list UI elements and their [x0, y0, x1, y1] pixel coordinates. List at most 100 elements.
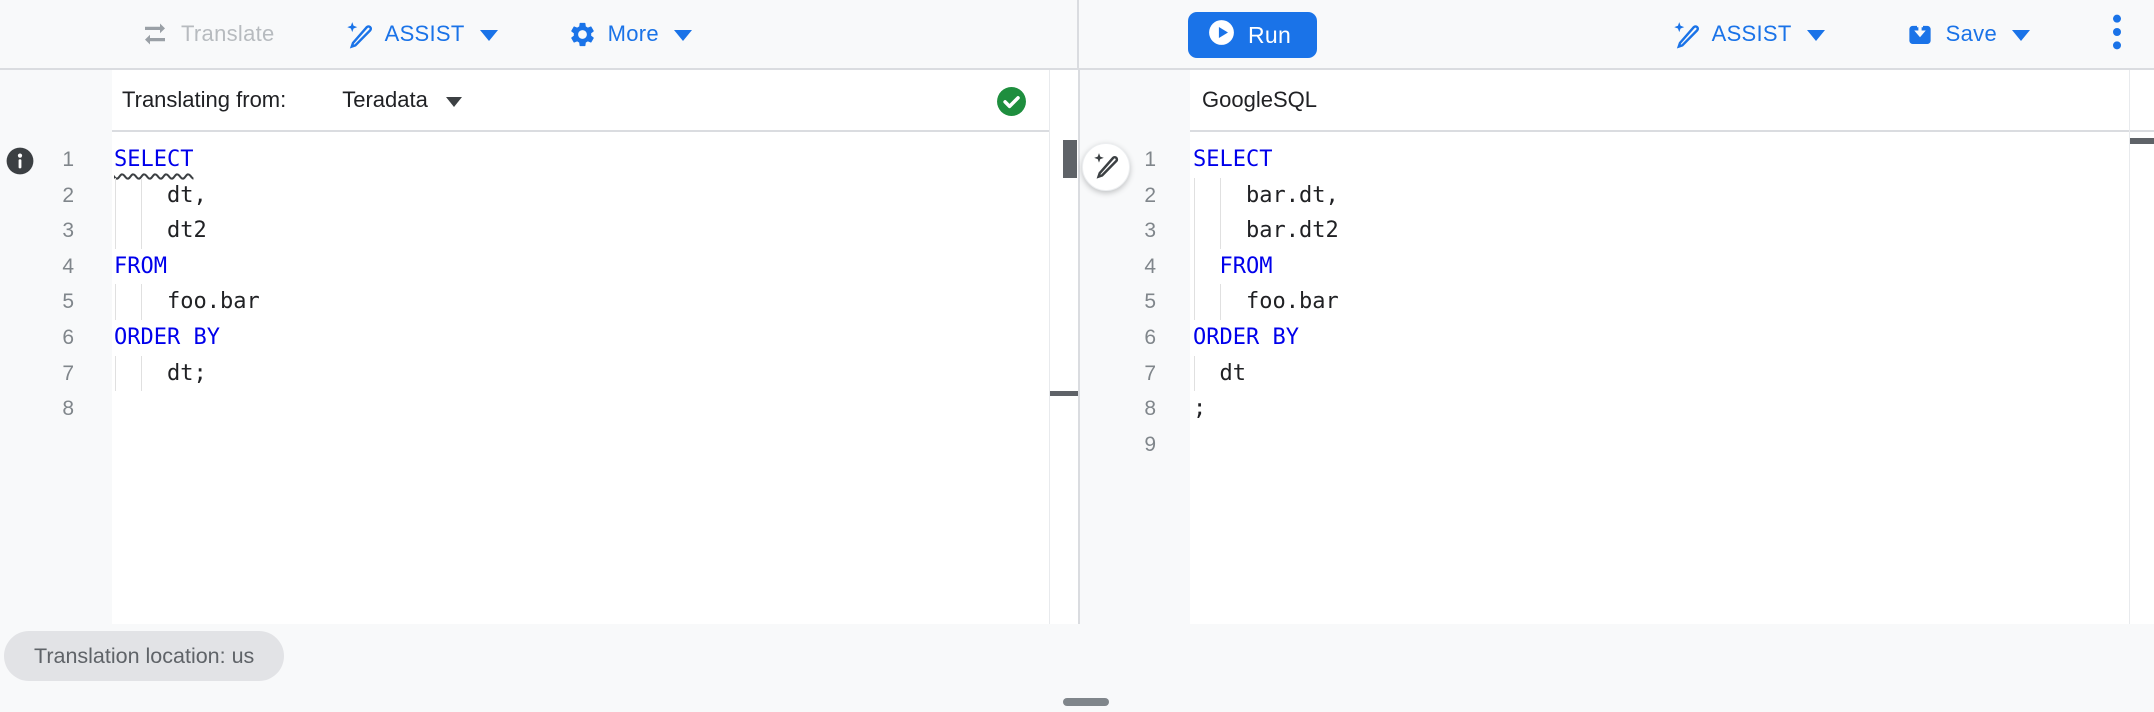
chevron-down-icon — [2012, 30, 2030, 41]
bottom-bar: Translation location: us — [0, 624, 2154, 712]
sql-keyword: SELECT — [114, 147, 194, 172]
more-label: More — [607, 21, 659, 46]
run-label: Run — [1248, 21, 1292, 48]
indent-guide — [141, 213, 143, 249]
assist-menu-right[interactable]: ASSIST — [1672, 20, 1825, 49]
indent-guide — [115, 213, 116, 249]
line-number: 8 — [1144, 397, 1156, 421]
translation-location-text: Translation location: us — [34, 643, 255, 668]
indent-guide — [141, 355, 143, 392]
indent-guide — [1194, 284, 1195, 320]
sql-text: ; — [1193, 396, 1207, 422]
code-line[interactable]: dt; — [114, 355, 1049, 392]
magic-pen-icon — [1672, 20, 1701, 49]
line-number: 5 — [62, 290, 74, 314]
target-scrollbar-marker — [2130, 138, 2154, 144]
sql-keyword: ORDER BY — [1193, 324, 1299, 350]
code-line[interactable]: FROM — [1193, 248, 2129, 285]
code-line[interactable]: SELECT — [114, 142, 1049, 178]
source-dialect-dropdown[interactable]: Teradata — [342, 87, 462, 113]
code-line[interactable]: bar.dt2 — [1193, 213, 2129, 249]
indent-guide — [115, 355, 116, 392]
sql-keyword: FROM — [1219, 253, 1273, 279]
run-button[interactable]: Run — [1188, 12, 1318, 58]
assist-label: ASSIST — [1711, 21, 1792, 46]
indent-guide — [1220, 213, 1222, 249]
gear-icon — [568, 20, 597, 49]
indent-guide — [1220, 177, 1222, 214]
line-number: 2 — [62, 183, 74, 207]
sql-text: dt; — [114, 360, 207, 386]
code-line[interactable]: SELECT — [1193, 142, 2129, 178]
code-line[interactable]: ; — [1193, 391, 2129, 427]
code-line[interactable]: dt2 — [114, 213, 1049, 249]
line-number: 5 — [1144, 290, 1156, 314]
line-number: 3 — [1144, 219, 1156, 243]
line-number: 1 — [62, 148, 74, 171]
line-number: 1 — [1144, 148, 1156, 171]
resize-handle[interactable] — [1063, 698, 1109, 706]
code-line[interactable]: ORDER BY — [1193, 320, 2129, 356]
assist-menu-left[interactable]: ASSIST — [345, 20, 498, 49]
inline-assist-button[interactable] — [1082, 143, 1130, 191]
indent-guide — [1194, 177, 1195, 214]
sql-text: dt2 — [114, 218, 207, 244]
indent-guide — [1194, 213, 1195, 249]
swap-arrows-icon — [140, 19, 170, 49]
chevron-down-icon — [673, 30, 692, 41]
play-circle-icon — [1206, 17, 1237, 54]
line-number: 7 — [62, 361, 74, 385]
chevron-down-icon — [1806, 30, 1825, 41]
indent-guide — [141, 177, 143, 214]
code-line[interactable]: bar.dt, — [1193, 177, 2129, 214]
source-editor-header: Translating from: Teradata — [112, 70, 1050, 132]
assist-label: ASSIST — [384, 21, 465, 46]
code-line[interactable]: foo.bar — [114, 284, 1049, 320]
source-scrollbar-track — [1049, 70, 1050, 624]
code-line[interactable]: foo.bar — [1193, 284, 2129, 320]
line-number: 3 — [62, 219, 74, 243]
code-line[interactable]: FROM — [114, 249, 1049, 285]
sql-text: foo.bar — [1193, 289, 1339, 315]
indent-guide — [1194, 355, 1195, 392]
save-button[interactable]: Save — [1905, 19, 2030, 49]
more-menu[interactable]: More — [568, 20, 692, 49]
code-line[interactable]: dt — [1193, 355, 2129, 392]
save-tray-icon — [1905, 19, 1935, 49]
line-number: 4 — [1144, 254, 1156, 278]
code-line[interactable]: dt, — [114, 177, 1049, 214]
indent-guide — [115, 284, 116, 320]
target-editor-header: GoogleSQL — [1190, 70, 2154, 132]
magic-pen-icon — [1092, 151, 1120, 184]
indent-guide — [1220, 284, 1222, 320]
translation-location-chip: Translation location: us — [4, 631, 285, 681]
indent-guide — [115, 177, 116, 214]
indent-guide — [1194, 248, 1195, 285]
toolbar-panel-divider — [1077, 0, 1079, 70]
indent-guide — [141, 284, 143, 320]
sql-text: bar.dt, — [1193, 182, 1339, 208]
line-number: 4 — [62, 254, 74, 278]
line-number: 6 — [1144, 325, 1156, 349]
translate-button[interactable]: Translate — [140, 19, 275, 49]
panel-divider — [1078, 70, 1080, 624]
chevron-down-icon — [479, 30, 498, 41]
info-icon[interactable] — [6, 147, 34, 180]
translating-from-label: Translating from: — [122, 87, 287, 112]
code-line[interactable] — [114, 391, 1049, 427]
source-dialect-value: Teradata — [342, 87, 428, 112]
code-line[interactable] — [1193, 427, 2129, 463]
overflow-menu-button[interactable] — [2110, 12, 2124, 57]
code-line[interactable]: ORDER BY — [114, 320, 1049, 356]
line-number: 2 — [1144, 183, 1156, 207]
sql-keyword: FROM — [114, 253, 167, 279]
save-label: Save — [1945, 21, 1997, 46]
three-dot-menu-icon — [2110, 12, 2124, 57]
target-scrollbar-track — [2129, 70, 2130, 624]
sql-text: dt — [1193, 360, 1246, 386]
source-scrollbar-thumb[interactable] — [1063, 140, 1077, 178]
left-toolbar-group: Translate ASSIST More — [140, 0, 692, 68]
